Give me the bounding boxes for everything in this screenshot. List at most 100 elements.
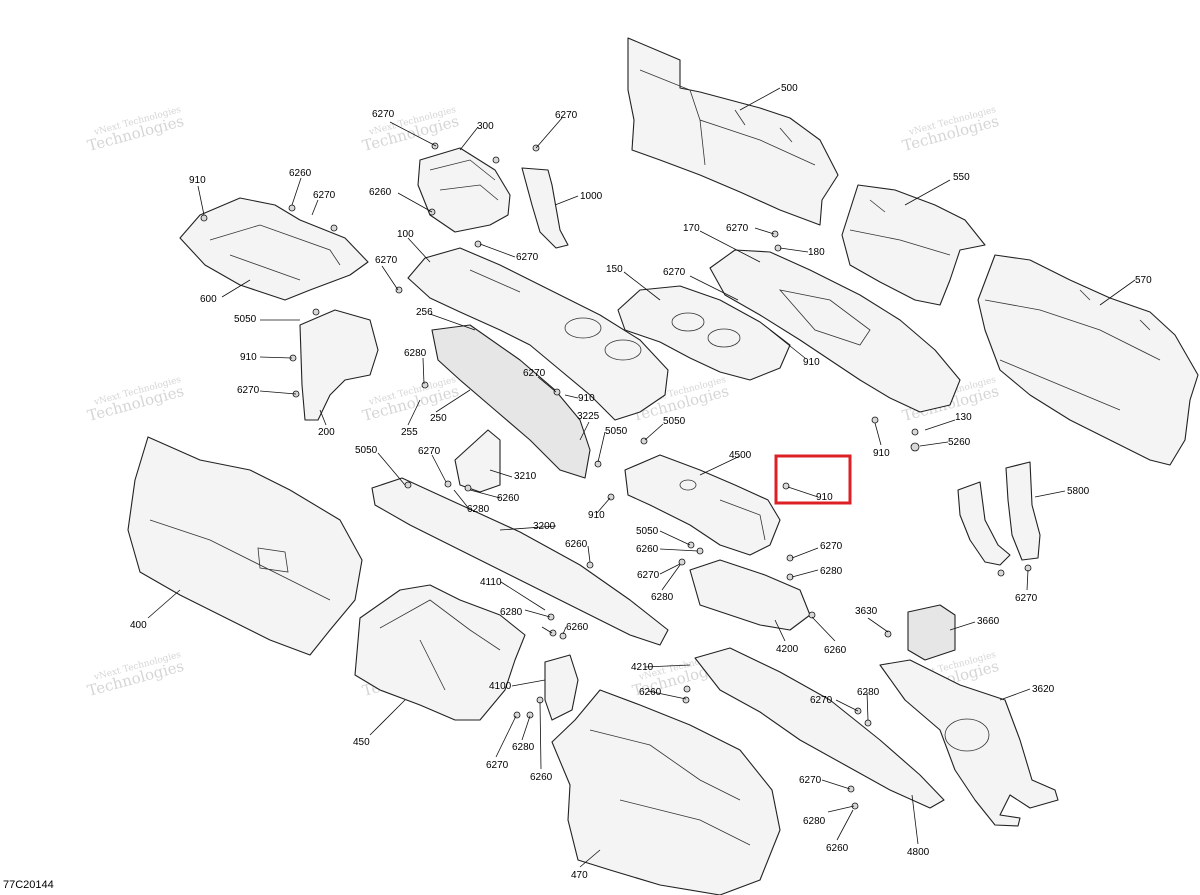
callout-170: 170: [683, 223, 700, 234]
watermark: vNext Technologies Technologies: [85, 375, 186, 425]
part-4800-rail: [694, 647, 945, 809]
callout-150: 150: [606, 264, 623, 275]
callout-4500: 4500: [729, 450, 752, 461]
callout-4110: 4110: [480, 577, 502, 588]
part-500-detail: [639, 69, 816, 166]
part-570-detail: [984, 289, 1161, 411]
callout-910: 910: [873, 448, 890, 459]
callout-3630: 3630: [855, 606, 878, 617]
callout-600: 600: [200, 294, 217, 305]
callout-4100: 4100: [489, 681, 512, 692]
callout-6280: 6280: [803, 816, 826, 827]
callout-6270: 6270: [237, 385, 260, 396]
part-100-cupholders: [469, 269, 642, 361]
callout-100: 100: [397, 229, 414, 240]
part-400-detail: [149, 519, 331, 601]
callout-6260: 6260: [497, 493, 520, 504]
watermark: vNext Technologies Technologies: [85, 105, 186, 155]
part-550-panel: [841, 184, 986, 306]
callout-5050: 5050: [663, 416, 686, 427]
leader-lines: [147, 87, 1136, 868]
callout-910: 910: [803, 357, 820, 368]
part-200-bracket: [299, 309, 379, 421]
part-450-panel: [354, 584, 526, 721]
callout-5050: 5050: [605, 426, 628, 437]
callout-250: 250: [430, 413, 447, 424]
callout-6280: 6280: [500, 607, 523, 618]
part-470-panel: [551, 689, 781, 895]
part-1000-bracket: [521, 167, 569, 249]
part-100-console: [407, 247, 669, 421]
part-470-detail: [589, 729, 751, 846]
callout-6280: 6280: [467, 504, 490, 515]
callout-570: 570: [1135, 275, 1152, 286]
callout-6270: 6270: [1015, 593, 1038, 604]
callout-300: 300: [477, 121, 494, 132]
callout-6270: 6270: [486, 760, 509, 771]
callout-200: 200: [318, 427, 335, 438]
callout-470: 470: [571, 870, 588, 881]
callout-910: 910: [816, 492, 833, 503]
callout-4200: 4200: [776, 644, 799, 655]
callout-1000: 1000: [580, 191, 603, 202]
watermark: vNext Technologies Technologies: [900, 105, 1001, 155]
callout-6260: 6260: [639, 687, 662, 698]
parts: [127, 37, 1199, 895]
callout-6270: 6270: [637, 570, 660, 581]
callout-6270: 6270: [726, 223, 749, 234]
callout-6260: 6260: [369, 187, 392, 198]
callout-6280: 6280: [404, 348, 427, 359]
callout-5050: 5050: [234, 314, 257, 325]
part-300-console: [417, 147, 511, 233]
part-570-panel: [977, 254, 1199, 466]
callout-5800: 5800: [1067, 486, 1090, 497]
part-3620-detail: [944, 718, 990, 752]
part-300-detail: [429, 159, 499, 201]
highlight-box: [774, 454, 852, 505]
part-4500-console: [624, 454, 781, 556]
part-4100-bracket: [544, 654, 579, 721]
part-170-detail: [778, 289, 871, 346]
callout-6260: 6260: [289, 168, 312, 179]
callout-256: 256: [416, 307, 433, 318]
part-600-tray: [179, 197, 369, 301]
part-550-detail: [849, 199, 951, 256]
callout-6270: 6270: [555, 110, 578, 121]
part-150-console: [617, 285, 791, 381]
part-170-console: [709, 249, 961, 413]
callout-6280: 6280: [651, 592, 674, 603]
callout-6260: 6260: [566, 622, 589, 633]
callout-400: 400: [130, 620, 147, 631]
callout-130: 130: [955, 412, 972, 423]
callout-910: 910: [588, 510, 605, 521]
callout-6270: 6270: [418, 446, 441, 457]
part-4200-bracket: [689, 559, 811, 631]
callout-6270: 6270: [799, 775, 822, 786]
callout-180: 180: [808, 247, 825, 258]
part-400-panel: [127, 436, 363, 656]
callout-6260: 6260: [565, 539, 588, 550]
callout-5260: 5260: [948, 437, 971, 448]
part-500-panel: [627, 37, 839, 226]
callout-6270: 6270: [523, 368, 546, 379]
callout-3225: 3225: [577, 411, 600, 422]
callout-6270: 6270: [313, 190, 336, 201]
callout-550: 550: [953, 172, 970, 183]
callout-500: 500: [781, 83, 798, 94]
part-600-detail: [209, 224, 341, 281]
callout-labels: 500 550 570 300 6270 6270 1000 910 6260 …: [130, 83, 1152, 881]
callout-6270: 6270: [810, 695, 833, 706]
callout-910: 910: [240, 352, 257, 363]
callout-6260: 6260: [530, 772, 553, 783]
part-3660-module: [907, 604, 956, 661]
watermark: vNext Technologies Technologies: [85, 650, 186, 700]
callout-6270: 6270: [663, 267, 686, 278]
callout-450: 450: [353, 737, 370, 748]
part-4500-detail: [679, 479, 766, 541]
callout-6260: 6260: [824, 645, 847, 656]
callout-3200: 3200: [533, 521, 556, 532]
callout-4210: 4210: [631, 662, 654, 673]
diagram-reference: 77C20144: [3, 879, 54, 891]
callout-3620: 3620: [1032, 684, 1055, 695]
